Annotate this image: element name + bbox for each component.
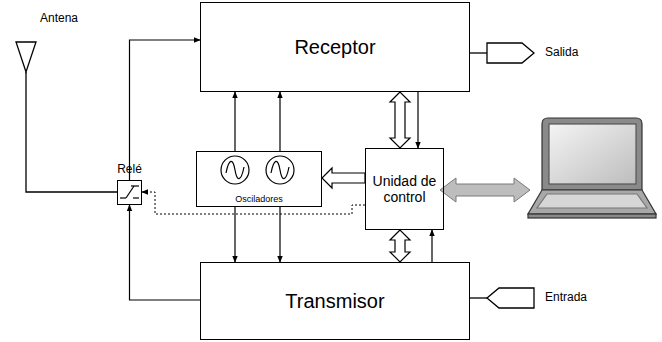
node-label: Transmisor	[281, 290, 388, 313]
bus-arrow	[390, 92, 410, 148]
node-label: Osciladores	[231, 194, 287, 204]
signal-arrow	[417, 92, 418, 148]
oscillator-symbol	[221, 156, 294, 184]
antenna-label: Antena	[40, 11, 78, 25]
bus-arrow	[390, 230, 410, 262]
laptop-illustration	[528, 118, 656, 218]
node-label: Unidad de control	[366, 173, 443, 205]
signal-arrow	[431, 230, 432, 262]
signal-arrow	[234, 92, 235, 151]
oscillator-block: Osciladores	[196, 151, 322, 207]
switch-symbol	[120, 186, 139, 198]
bus-arrow	[322, 168, 365, 188]
node-label: Relé	[117, 163, 142, 177]
signal-arrow	[279, 92, 280, 151]
relay-block: Relé	[117, 180, 142, 205]
signal-arrow	[130, 205, 201, 300]
control-line	[142, 192, 365, 214]
transmitter-block: Transmisor	[200, 262, 470, 340]
data-link-arrow	[440, 178, 530, 202]
receiver-block: Receptor	[200, 2, 470, 92]
signal-arrow	[234, 207, 235, 262]
node-label: Receptor	[290, 36, 379, 59]
port-label: Salida	[545, 45, 578, 59]
control-unit: Unidad de control	[365, 148, 444, 230]
antenna-symbol	[16, 42, 117, 192]
port-label: Entrada	[545, 290, 587, 304]
port-symbol	[470, 43, 534, 308]
signal-arrow	[279, 207, 280, 262]
signal-arrow	[130, 40, 201, 180]
